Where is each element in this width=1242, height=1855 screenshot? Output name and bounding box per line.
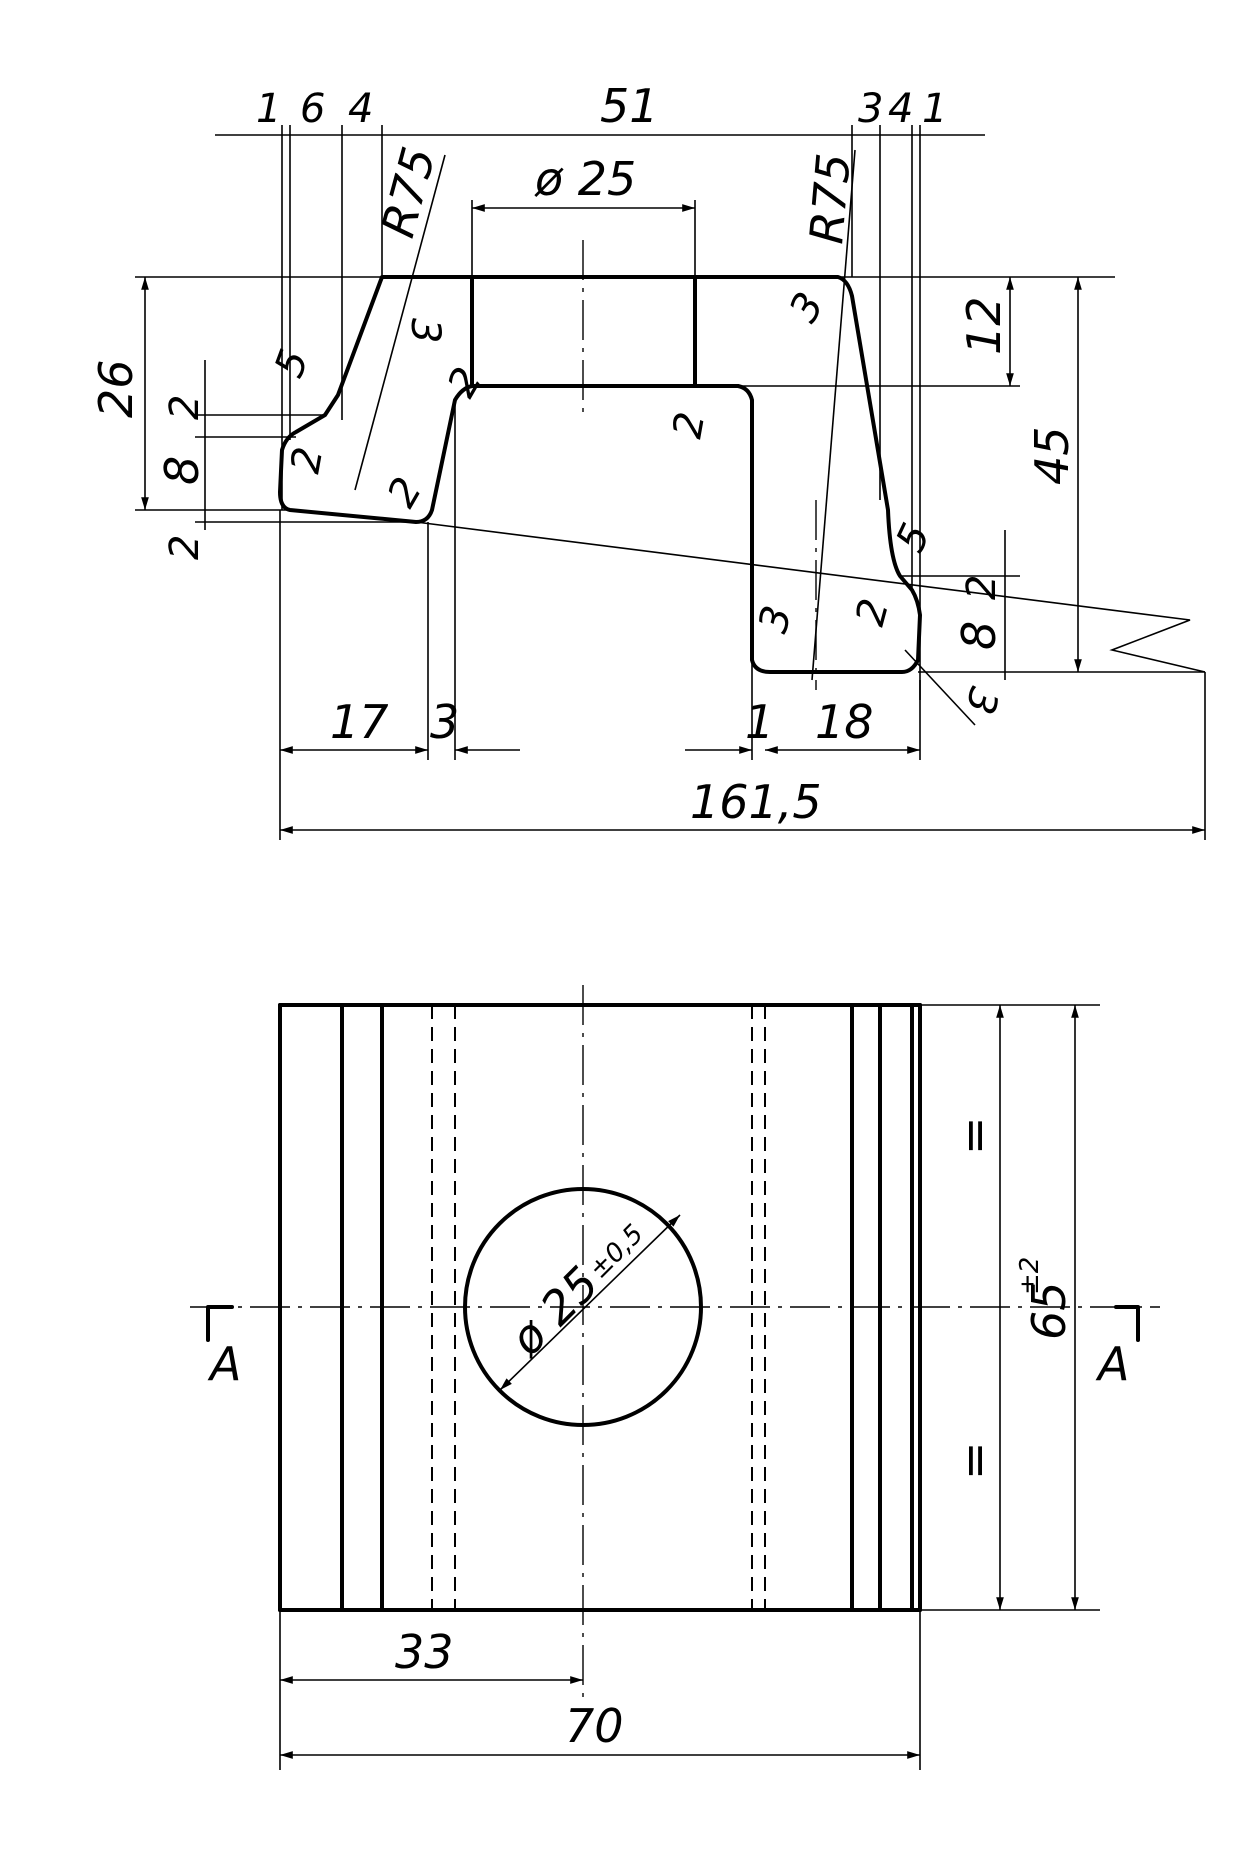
dim-18: 18 (815, 695, 874, 749)
fillet-2: 5 (266, 344, 318, 384)
section-label-right: A (1095, 1337, 1129, 1391)
bore-hole (463, 1187, 703, 1427)
fillet-10: 2 (847, 594, 898, 630)
dim-8-left: 8 (155, 456, 209, 485)
equal-mark-top: = (947, 1116, 1001, 1155)
dim-hole-tol: ±0,5 (584, 1219, 650, 1285)
dim-bore: ø 25 (534, 152, 636, 206)
dim-70: 70 (565, 1699, 624, 1753)
section-right-profile (693, 275, 922, 674)
fillet-9: 5 (887, 517, 939, 560)
dim-45: 45 (1025, 426, 1079, 485)
dim-1-bottom: 1 (745, 695, 774, 749)
dim-height-tol: ±2 (1015, 1257, 1045, 1295)
section-view: 1 6 4 51 3 4 1 ø 25 R75 R75 26 2 8 2 12 (89, 79, 1206, 840)
dim-top-1r: 1 (922, 86, 947, 132)
fillet-5: 2 (379, 470, 432, 515)
fillet-1: 3 (402, 318, 448, 343)
radius-right: R75 (799, 151, 861, 246)
dim-top-4r: 4 (888, 86, 913, 132)
fillet-4: 2 (283, 444, 333, 477)
dim-33: 33 (395, 1625, 454, 1679)
dim-height: 65 (1022, 1281, 1076, 1340)
dim-top-4: 4 (348, 86, 373, 132)
equal-mark-bottom: = (947, 1441, 1001, 1480)
plan-view: ø 25 ±0,5 = = 65 ±2 A A 33 70 (190, 985, 1160, 1770)
dim-26: 26 (89, 359, 143, 418)
dim-top-3: 3 (858, 86, 883, 132)
dim-12: 12 (957, 296, 1011, 355)
section-left-profile (278, 275, 474, 524)
dim-2-left-b: 2 (162, 535, 208, 560)
dim-8-right: 8 (952, 621, 1006, 650)
fillet-3: 2 (439, 360, 492, 405)
dim-top-6: 6 (300, 86, 325, 132)
dim-top-51: 51 (600, 79, 659, 133)
dim-overall-width: 161,5 (690, 775, 822, 829)
section-label-left: A (207, 1337, 241, 1391)
dim-3: 3 (430, 695, 459, 749)
fillet-6: 2 (665, 409, 715, 442)
dim-top-1: 1 (256, 86, 281, 132)
dim-17: 17 (330, 695, 389, 749)
dim-2-left: 2 (162, 395, 208, 420)
fillet-8: 3 (750, 601, 801, 637)
fillet-7: 3 (781, 285, 834, 330)
